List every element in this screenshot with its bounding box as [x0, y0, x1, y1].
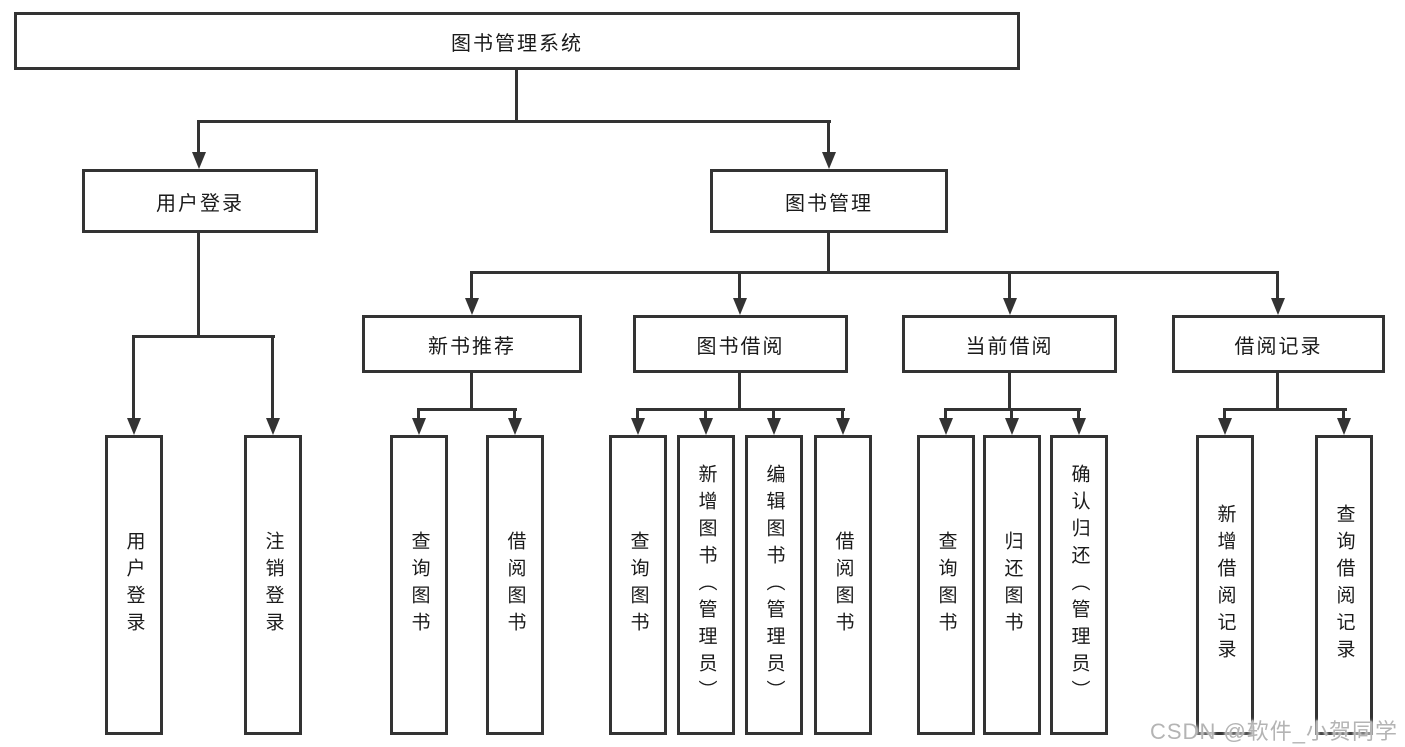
connector-vline	[271, 335, 274, 418]
node-label: 查询图书	[408, 531, 430, 639]
arrowhead-down-icon	[1005, 418, 1019, 435]
connector-vline	[417, 408, 420, 418]
connector-vline	[636, 408, 639, 418]
arrowhead-down-icon	[699, 418, 713, 435]
arrowhead-down-icon	[631, 418, 645, 435]
arrowhead-down-icon	[1003, 298, 1017, 315]
connector-vline	[704, 408, 707, 418]
node-label: 查询图书	[935, 531, 957, 639]
connector-vline	[738, 373, 741, 408]
node-user-login-branch: 用户登录	[82, 169, 318, 233]
arrowhead-down-icon	[412, 418, 426, 435]
node-current-borrowing: 当前借阅	[902, 315, 1117, 373]
connector-vline	[1010, 408, 1013, 418]
arrowhead-down-icon	[266, 418, 280, 435]
node-new-book-recommendation: 新书推荐	[362, 315, 582, 373]
connector-vline	[827, 120, 830, 153]
connector-vline	[515, 70, 518, 120]
leaf-user-login: 用户登录	[105, 435, 163, 735]
connector-vline	[1008, 373, 1011, 408]
node-label: 借阅图书	[504, 531, 526, 639]
node-label: 注销登录	[262, 531, 284, 639]
node-label: 新书推荐	[428, 335, 516, 358]
connector-hline	[1223, 408, 1347, 411]
node-borrowing-records: 借阅记录	[1172, 315, 1385, 373]
arrowhead-down-icon	[822, 152, 836, 169]
leaf-query-books-recommend: 查询图书	[390, 435, 448, 735]
leaf-edit-books-admin: 编辑图书（管理员）	[745, 435, 803, 735]
arrowhead-down-icon	[836, 418, 850, 435]
connector-vline	[197, 120, 200, 153]
node-label: 借阅图书	[832, 531, 854, 639]
arrowhead-down-icon	[1337, 418, 1351, 435]
node-book-borrowing: 图书借阅	[633, 315, 848, 373]
csdn-watermark: CSDN @软件_小贺同学	[1150, 719, 1399, 744]
node-label: 编辑图书（管理员）	[763, 463, 785, 707]
leaf-add-borrow-record: 新增借阅记录	[1196, 435, 1254, 735]
node-label: 用户登录	[123, 531, 145, 639]
arrowhead-down-icon	[1271, 298, 1285, 315]
connector-vline	[513, 408, 516, 418]
arrowhead-down-icon	[465, 298, 479, 315]
node-label: 新增图书（管理员）	[695, 463, 717, 707]
arrowhead-down-icon	[1218, 418, 1232, 435]
connector-vline	[1276, 373, 1279, 408]
connector-vline	[1223, 408, 1226, 418]
leaf-return-books: 归还图书	[983, 435, 1041, 735]
leaf-logout: 注销登录	[244, 435, 302, 735]
node-label: 归还图书	[1001, 531, 1023, 639]
arrowhead-down-icon	[767, 418, 781, 435]
connector-vline	[1342, 408, 1345, 418]
connector-vline	[1077, 408, 1080, 418]
connector-hline	[132, 335, 275, 338]
node-book-management-branch: 图书管理	[710, 169, 948, 233]
leaf-confirm-return-admin: 确认归还（管理员）	[1050, 435, 1108, 735]
connector-vline	[470, 271, 473, 299]
node-label: 查询借阅记录	[1333, 504, 1355, 666]
arrowhead-down-icon	[192, 152, 206, 169]
node-label: 图书借阅	[696, 335, 785, 358]
node-label: 图书管理系统	[451, 32, 583, 55]
leaf-borrow-books-recommend: 借阅图书	[486, 435, 544, 735]
connector-vline	[772, 408, 775, 418]
arrowhead-down-icon	[508, 418, 522, 435]
connector-vline	[944, 408, 947, 418]
node-label: 图书管理	[785, 192, 873, 215]
node-label: 确认归还（管理员）	[1068, 463, 1090, 707]
connector-hline	[470, 271, 1279, 274]
leaf-add-books-admin: 新增图书（管理员）	[677, 435, 735, 735]
connector-hline	[197, 120, 831, 123]
arrowhead-down-icon	[127, 418, 141, 435]
node-label: 当前借阅	[965, 335, 1054, 358]
node-label: 借阅记录	[1234, 335, 1323, 358]
node-library-management-system: 图书管理系统	[14, 12, 1020, 70]
connector-vline	[132, 335, 135, 418]
connector-vline	[1008, 271, 1011, 299]
connector-vline	[197, 233, 200, 335]
leaf-query-books-borrowing: 查询图书	[609, 435, 667, 735]
connector-vline	[470, 373, 473, 408]
leaf-borrow-books: 借阅图书	[814, 435, 872, 735]
leaf-query-books-current: 查询图书	[917, 435, 975, 735]
arrowhead-down-icon	[733, 298, 747, 315]
leaf-query-borrow-record: 查询借阅记录	[1315, 435, 1373, 735]
connector-hline	[636, 408, 845, 411]
connector-hline	[417, 408, 517, 411]
arrowhead-down-icon	[1072, 418, 1086, 435]
connector-vline	[738, 271, 741, 299]
connector-vline	[827, 233, 830, 271]
arrowhead-down-icon	[939, 418, 953, 435]
connector-vline	[841, 408, 844, 418]
node-label: 用户登录	[156, 192, 244, 215]
node-label: 新增借阅记录	[1214, 504, 1236, 666]
connector-vline	[1276, 271, 1279, 299]
node-label: 查询图书	[627, 531, 649, 639]
